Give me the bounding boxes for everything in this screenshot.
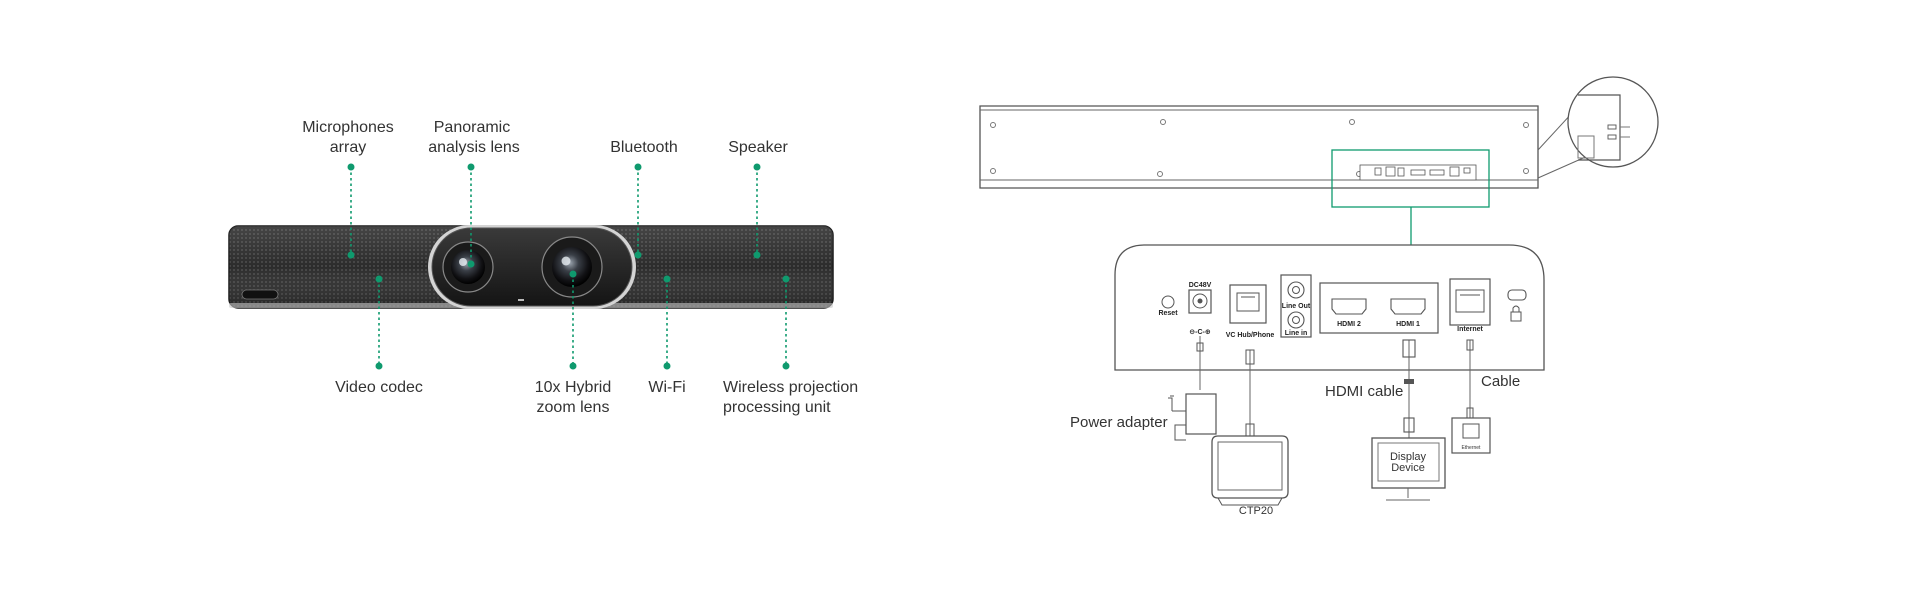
svg-text:processing unit: processing unit: [723, 399, 831, 416]
internet-cable-connection: Cable Ethernet: [1451, 339, 1520, 454]
svg-text:Video codec: Video codec: [335, 379, 423, 396]
svg-text:Reset: Reset: [1158, 310, 1178, 317]
svg-text:Line in: Line in: [1285, 330, 1308, 337]
svg-text:Device: Device: [1391, 462, 1425, 474]
rear-port-strip: [1359, 164, 1477, 181]
reset-button: Reset: [1158, 295, 1178, 317]
device-front-view: Microphones array Panoramic analysis len…: [228, 119, 858, 416]
device-rear-view: [979, 76, 1659, 245]
power-adapter-connection: Power adapter: [1070, 336, 1217, 441]
zoom-lens: [541, 236, 603, 298]
svg-text:Wireless projection: Wireless projection: [723, 379, 858, 396]
svg-text:Microphones: Microphones: [302, 119, 394, 136]
side-detail-circle: [1537, 76, 1659, 179]
audio-ports: Line Out Line in: [1280, 274, 1312, 338]
dc-power-port: DC48V ⊖-C-⊕: [1188, 282, 1212, 336]
callout-zoom-lens: 10x Hybrid zoom lens: [535, 270, 611, 416]
svg-text:HDMI 1: HDMI 1: [1396, 321, 1420, 328]
svg-text:analysis lens: analysis lens: [428, 139, 520, 156]
svg-text:Ethernet: Ethernet: [1462, 445, 1482, 451]
svg-text:Power adapter: Power adapter: [1070, 414, 1168, 431]
callout-wifi: Wi-Fi: [648, 275, 686, 396]
svg-text:⊖-C-⊕: ⊖-C-⊕: [1189, 329, 1210, 336]
port-panel-enlarged: Reset DC48V ⊖-C-⊕ VC Hub/Phone Line Out …: [1114, 244, 1545, 371]
svg-text:zoom lens: zoom lens: [537, 399, 610, 416]
svg-text:Wi-Fi: Wi-Fi: [648, 379, 685, 396]
svg-text:array: array: [330, 139, 366, 156]
hdmi-display-connection: HDMI cable Display Device: [1325, 339, 1446, 501]
svg-text:DC48V: DC48V: [1189, 282, 1212, 289]
panoramic-lens: [442, 241, 494, 293]
svg-text:Internet: Internet: [1457, 326, 1483, 333]
svg-text:Display: Display: [1390, 451, 1427, 463]
svg-text:Speaker: Speaker: [728, 139, 788, 156]
lock-slot: [1507, 289, 1527, 322]
svg-text:CTP20: CTP20: [1239, 505, 1273, 517]
svg-text:Line Out: Line Out: [1282, 303, 1311, 310]
svg-text:Bluetooth: Bluetooth: [610, 139, 678, 156]
callout-speaker: Speaker: [728, 139, 788, 259]
hdmi-ports: HDMI 2 HDMI 1: [1319, 282, 1439, 334]
vc-hub-port: VC Hub/Phone: [1226, 284, 1275, 339]
callout-panoramic-lens: Panoramic analysis lens: [428, 119, 520, 268]
internet-port: Internet: [1449, 278, 1491, 333]
svg-text:Cable: Cable: [1481, 373, 1520, 390]
callout-video-codec: Video codec: [335, 275, 423, 396]
svg-text:VC Hub/Phone: VC Hub/Phone: [1226, 332, 1275, 339]
ctp20-connection: CTP20: [1211, 349, 1289, 517]
callout-microphones-array: Microphones array: [302, 119, 394, 259]
svg-text:10x Hybrid: 10x Hybrid: [535, 379, 611, 396]
callout-bluetooth: Bluetooth: [610, 139, 678, 259]
yealink-logo: [241, 289, 279, 300]
svg-text:HDMI cable: HDMI cable: [1325, 383, 1403, 400]
svg-text:Panoramic: Panoramic: [434, 119, 510, 136]
svg-text:HDMI 2: HDMI 2: [1337, 321, 1361, 328]
callout-wireless-projection: Wireless projection processing unit: [723, 275, 858, 416]
